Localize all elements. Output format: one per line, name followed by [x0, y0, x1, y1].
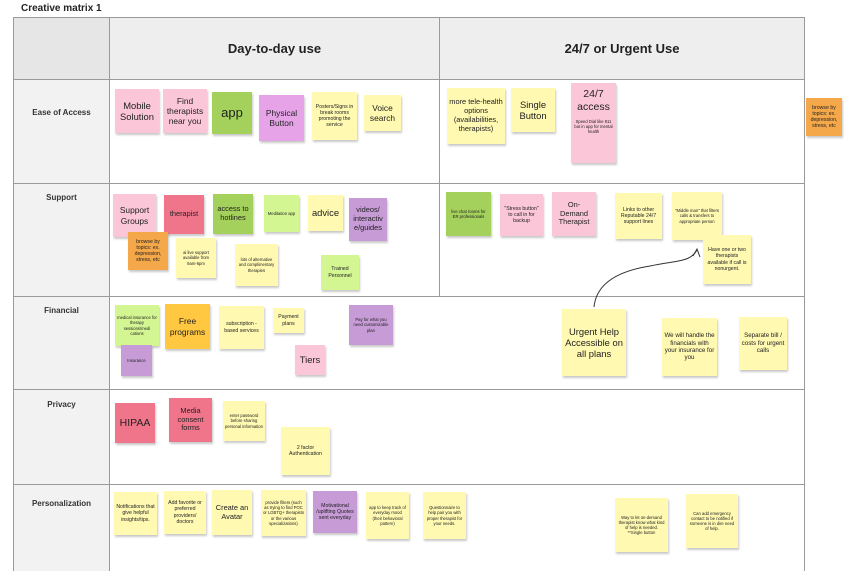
sticky-note[interactable]: Posters/Signs in break rooms promoting t…: [312, 92, 357, 140]
grid-line: [804, 17, 805, 571]
sticky-note[interactable]: Insurance: [121, 345, 152, 376]
sticky-note[interactable]: medical insurance for therapy sessions/m…: [115, 305, 159, 346]
sticky-note[interactable]: Support Groups: [113, 194, 156, 237]
grid-line: [13, 17, 805, 18]
sticky-note[interactable]: Single Button: [511, 88, 555, 132]
sticky-note[interactable]: Urgent Help Accessible on all plans: [562, 309, 626, 376]
sticky-note[interactable]: access to hotlines: [213, 194, 253, 234]
sticky-note[interactable]: "Stress button" to call in for backup: [500, 194, 543, 236]
sticky-note[interactable]: Physical Button: [259, 95, 304, 141]
grid-line: [13, 17, 14, 571]
sticky-note[interactable]: Questionnaire to help pair you with prop…: [423, 492, 466, 539]
sticky-note[interactable]: advice: [308, 195, 343, 231]
sticky-note[interactable]: enter password before sharing personal i…: [223, 401, 265, 441]
sticky-note[interactable]: Find therapists near you: [163, 89, 207, 133]
sticky-note[interactable]: Trained Personnel: [321, 255, 359, 290]
sticky-note[interactable]: provide filters (such as trying to find …: [261, 490, 306, 536]
sticky-note[interactable]: HIPAA: [115, 403, 155, 443]
sticky-note[interactable]: more tele-health options (availabilities…: [447, 88, 505, 144]
sticky-note[interactable]: videos/ interactiv e/guides: [349, 198, 387, 241]
sticky-note[interactable]: lots of alternative and complimentary th…: [235, 244, 278, 286]
sticky-note[interactable]: app to keep track of everyday mood (thei…: [366, 492, 409, 539]
note-detail: Speed Dial like 911 but in app for menta…: [574, 119, 613, 135]
sticky-note[interactable]: subscription - based services: [219, 306, 264, 349]
sticky-note[interactable]: On-Demand Therapist: [552, 192, 596, 236]
sticky-note[interactable]: Payment plans: [273, 308, 304, 333]
sticky-note[interactable]: browse by topics: ex. depression, stress…: [806, 98, 842, 136]
sticky-note[interactable]: Mobile Solution: [115, 89, 159, 133]
grid-line: [13, 484, 805, 485]
sticky-note[interactable]: Notifications that give helpful insights…: [114, 492, 157, 535]
row-header-financial: Financial: [44, 306, 79, 315]
sticky-note[interactable]: Motivational /uplifting Quotes sent ever…: [313, 491, 357, 533]
sticky-note[interactable]: Can add emergency contact to be notified…: [686, 494, 738, 548]
sticky-note[interactable]: Free programs: [165, 304, 210, 349]
board-title: Creative matrix 1: [21, 3, 102, 14]
row-header-privacy: Privacy: [47, 400, 76, 409]
column-header-urgent-cell: [440, 18, 804, 79]
sticky-note[interactable]: Tiers: [295, 345, 325, 375]
sticky-note[interactable]: Pay for what you need customizable plan: [349, 305, 393, 345]
sticky-note[interactable]: live chat rooms for ER professionals: [446, 192, 491, 236]
note-heading: 24/7 access: [577, 88, 610, 113]
sticky-note[interactable]: Separate bill / costs for urgent calls: [739, 317, 787, 370]
sticky-note[interactable]: Links to other Reputable 24/7 support li…: [615, 193, 662, 239]
sticky-note[interactable]: Add favorite or preferred providers/ doc…: [164, 491, 206, 534]
row-header-support: Support: [46, 193, 77, 202]
grid-line: [13, 183, 805, 184]
sticky-note[interactable]: 2 factor Authentication: [281, 427, 330, 475]
sticky-note[interactable]: Meditation app: [264, 195, 299, 232]
sticky-note-24-7-access[interactable]: 24/7 access Speed Dial like 911 but in a…: [571, 83, 616, 163]
grid-line: [13, 79, 805, 80]
sticky-note[interactable]: Create an Avatar: [212, 490, 252, 535]
sticky-note[interactable]: "Middle man" that filters calls & transf…: [672, 192, 722, 240]
column-header-day-cell: [110, 18, 439, 79]
grid-line: [439, 17, 440, 297]
row-header-personalization: Personalization: [31, 499, 92, 508]
sticky-note[interactable]: We will handle the financials with your …: [662, 318, 717, 376]
sticky-note[interactable]: Way to let on-demand therapist know what…: [615, 498, 668, 552]
sticky-note[interactable]: Voice search: [364, 95, 401, 131]
row-header-ease-of-access: Ease of Access: [32, 108, 91, 117]
sticky-note[interactable]: app: [212, 92, 252, 134]
grid-line: [13, 296, 805, 297]
column-header-day-to-day: Day-to-day use: [227, 40, 322, 56]
sticky-note[interactable]: Media consent forms: [169, 398, 212, 442]
sticky-note[interactable]: therapist: [164, 195, 204, 234]
column-header-urgent: 24/7 or Urgent Use: [564, 40, 680, 56]
grid-line: [13, 389, 805, 390]
sticky-note[interactable]: browse by topics: ex. depression, stress…: [128, 232, 168, 270]
sticky-note[interactable]: Have one or two therapists available if …: [703, 235, 751, 284]
sticky-note[interactable]: ai live support available from 9am-6pm: [176, 238, 216, 278]
grid-line: [109, 17, 110, 571]
